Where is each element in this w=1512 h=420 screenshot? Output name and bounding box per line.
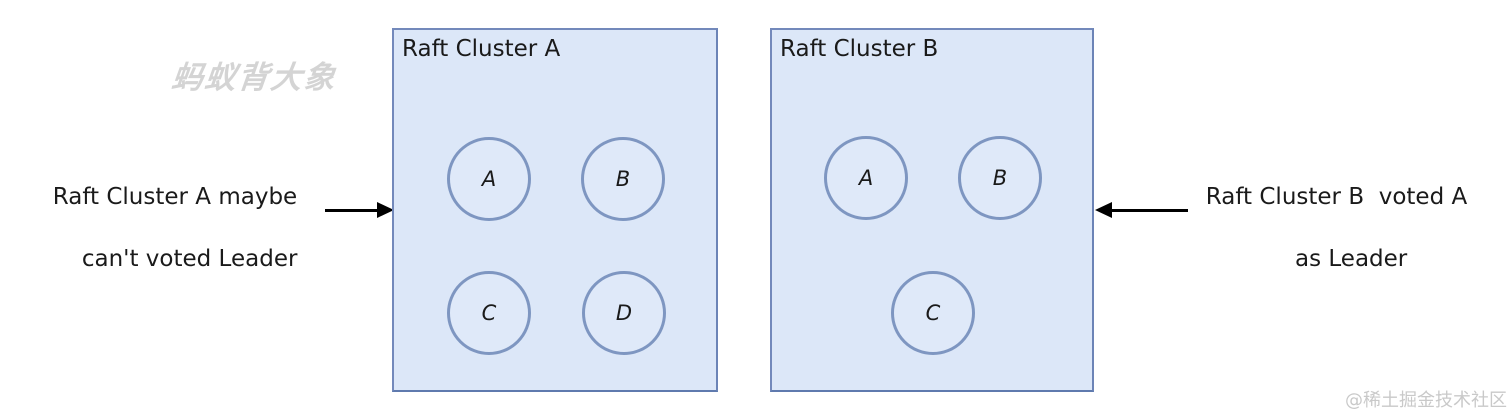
cluster-a-node-b: B [581, 137, 665, 221]
node-label: D [615, 301, 633, 325]
cluster-a-node-d: D [582, 271, 666, 355]
cluster-b-node-b: B [958, 136, 1042, 220]
node-label: C [481, 301, 497, 325]
node-label: B [992, 166, 1008, 190]
left-arrow-head-icon [377, 202, 394, 218]
right-annotation-line2: as Leader [1295, 246, 1408, 272]
right-annotation: Raft Cluster B voted A as Leader [1184, 182, 1489, 306]
cluster-a-box: Raft Cluster A A B C D [392, 28, 718, 392]
cluster-a-title: Raft Cluster A [402, 36, 561, 62]
node-label: A [858, 166, 874, 190]
cluster-b-node-a: A [824, 136, 908, 220]
right-arrow-head-icon [1095, 202, 1112, 218]
right-annotation-line1: Raft Cluster B voted A [1205, 184, 1468, 210]
left-annotation-line2: can't voted Leader [81, 246, 298, 272]
left-arrow-line [325, 209, 379, 212]
watermark-text: 蚂蚁背大象 [169, 60, 339, 96]
cluster-b-node-c: C [891, 271, 975, 355]
node-label: C [925, 301, 941, 325]
node-label: A [481, 167, 497, 191]
node-label: B [615, 167, 631, 191]
right-arrow-line [1110, 209, 1188, 212]
cluster-a-node-c: C [447, 271, 531, 355]
left-annotation: Raft Cluster A maybe can't voted Leader [35, 182, 315, 306]
cluster-b-box: Raft Cluster B A B C [770, 28, 1094, 392]
left-annotation-line1: Raft Cluster A maybe [52, 184, 298, 210]
cluster-b-title: Raft Cluster B [780, 36, 939, 62]
credit-text: @稀土掘金技术社区 [1345, 390, 1507, 411]
cluster-a-node-a: A [447, 137, 531, 221]
